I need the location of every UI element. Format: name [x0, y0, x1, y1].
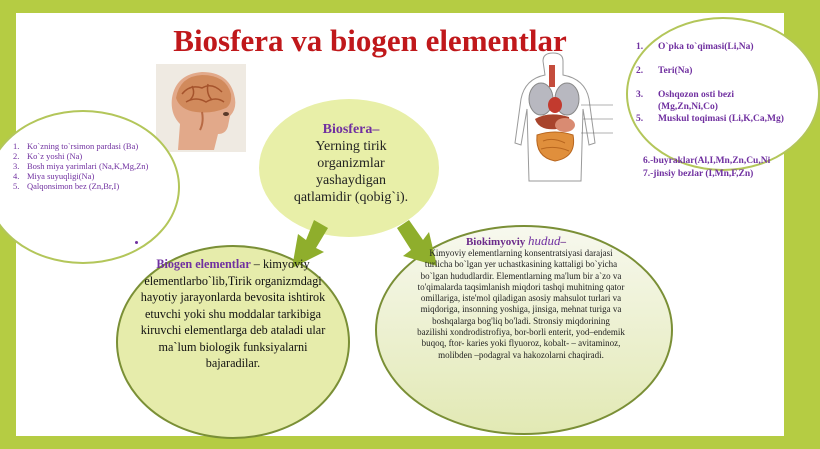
list-item: 4.Miya suyuqligi(Na): [13, 171, 95, 181]
slide: Biosfera va biogen elementlar: [0, 13, 820, 439]
head-organs-ellipse: [0, 110, 180, 264]
biogen-definition: Biogen elementlar – kimyoviy elementlarb…: [133, 256, 333, 372]
list-item: 3.Bosh miya yarimlari (Na,K,Mg,Zn): [13, 161, 149, 171]
biogen-ellipse: [116, 245, 350, 439]
list-item: 2.Teri(Na): [636, 66, 693, 76]
list-item: 7.-jinsiy bezlar (I,Mn,F,Zn): [643, 169, 754, 179]
biogen-text: – kimyoviy elementlarbo`lib,Tirik organi…: [140, 257, 326, 370]
list-item: 6.-buyraklar(Al,I,Mn,Zn,Cu,Ni: [643, 156, 771, 166]
arrow-down-left-icon: [292, 220, 328, 268]
list-item: (Mg,Zn,Ni,Co): [658, 102, 718, 112]
list-item: 1.O`pka to`qimasi(Li,Na): [636, 42, 754, 52]
bullet-dot: [135, 241, 138, 244]
biokimyoviy-text: Kimyoviy elementlarning konsentratsiyasi…: [417, 248, 625, 360]
organs-ellipse: [626, 17, 820, 171]
biosfera-text: Yerning tirik organizmlar yashaydigan qa…: [293, 139, 409, 205]
list-item: 1.Ko`zning to`rsimon pardasi (Ba): [13, 141, 139, 151]
human-head-brain-image: [156, 64, 246, 152]
organs-extra-list: 6.-buyraklar(Al,I,Mn,Zn,Cu,Ni 7.-jinsiy …: [643, 155, 770, 181]
organs-list: 1.O`pka to`qimasi(Li,Na) 2.Teri(Na) 3.Os…: [636, 41, 806, 125]
list-item: 5.Muskul toqimasi (Li,K,Ca,Mg): [636, 114, 784, 124]
arrow-down-right-icon: [397, 220, 437, 266]
list-item: 3.Oshqozon osti bezi: [636, 90, 735, 100]
biosfera-heading: Biosfera–: [322, 122, 380, 137]
biogen-heading: Biogen elementlar: [156, 257, 251, 271]
list-item: 5.Qalqonsimon bez (Zn,Br,I): [13, 181, 120, 191]
biosfera-definition: Biosfera– Yerning tirik organizmlar yash…: [291, 121, 411, 206]
list-item: 2.Ko`z yoshi (Na): [13, 151, 83, 161]
biosfera-ellipse: [259, 99, 439, 237]
slide-title: Biosfera va biogen elementlar: [173, 23, 567, 58]
human-anatomy-organs-image: [509, 52, 617, 182]
biokimyoviy-heading: Biokimyoviy hudud–: [465, 233, 567, 248]
head-organs-list: 1.Ko`zning to`rsimon pardasi (Ba) 2.Ko`z…: [13, 141, 151, 191]
